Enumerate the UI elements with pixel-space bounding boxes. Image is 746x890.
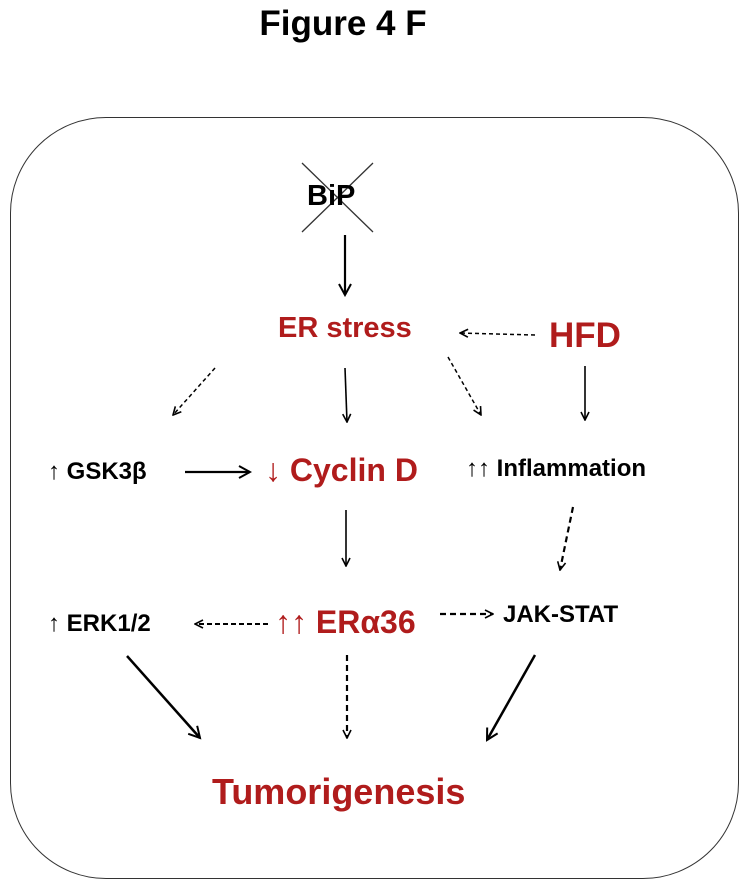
node-jak-stat: JAK-STAT [503, 601, 619, 628]
edge-erk12-to-tumorigenesis [126, 655, 200, 738]
node-era36: ↑↑ ERα36 [275, 606, 416, 638]
node-inflammation-label: Inflammation [496, 455, 647, 482]
node-cyclin-d: ↓ Cyclin D [265, 454, 418, 486]
edge-er-stress-to-cyclin-d [345, 367, 347, 422]
up-arrow-icon: ↑ [48, 610, 60, 637]
node-erk12: ↑ ERK1/2 [48, 612, 151, 636]
node-erk12-label: ERK1/2 [66, 610, 151, 637]
node-era36-label: ERα36 [315, 604, 416, 640]
node-hfd: HFD [549, 316, 621, 355]
edge-inflammation-to-jak-stat [560, 506, 575, 570]
down-arrow-icon: ↓ [265, 452, 281, 488]
edge-er-stress-to-inflammation [447, 356, 481, 415]
diagram-frame [10, 117, 739, 879]
double-up-arrow-icon: ↑↑ [275, 604, 307, 640]
edge-jak-stat-to-tumorigenesis [485, 654, 537, 740]
edge-er-stress-to-gsk3b [173, 367, 216, 415]
node-gsk3b-label: GSK3β [66, 458, 147, 485]
node-er-stress: ER stress [278, 312, 412, 344]
double-up-arrow-icon: ↑↑ [466, 455, 490, 482]
node-bip: BiP [307, 180, 356, 212]
figure-title: Figure 4 F [259, 4, 427, 43]
node-cyclin-d-label: Cyclin D [289, 452, 418, 488]
node-inflammation: ↑↑ Inflammation [466, 457, 646, 481]
node-tumorigenesis: Tumorigenesis [212, 771, 466, 812]
edge-hfd-to-er-stress [460, 333, 536, 335]
node-gsk3b: ↑ GSK3β [48, 460, 147, 484]
up-arrow-icon: ↑ [48, 458, 60, 485]
bip-cross-out-icon [301, 162, 374, 233]
